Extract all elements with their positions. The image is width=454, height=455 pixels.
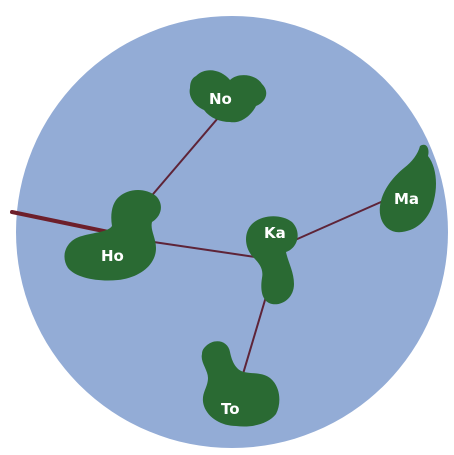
island-ma	[379, 144, 436, 233]
sea-circle	[16, 16, 448, 448]
island-to	[201, 341, 280, 427]
route-outside-ho	[10, 210, 120, 236]
island-labels: No Ho Ka Ma To	[101, 90, 419, 418]
island-ho	[64, 190, 161, 281]
islands	[64, 70, 436, 427]
route-ka-ma	[285, 197, 391, 245]
route-no-ho	[147, 117, 219, 201]
label-ma: Ma	[394, 190, 419, 208]
route-ho-ka	[139, 239, 263, 259]
label-to: To	[221, 400, 240, 418]
island-no	[189, 70, 267, 123]
route-ka-to	[239, 289, 269, 385]
island-ka	[246, 216, 298, 305]
label-no: No	[209, 90, 232, 108]
label-ka: Ka	[264, 224, 286, 242]
routes	[10, 117, 391, 385]
label-ho: Ho	[101, 247, 124, 265]
